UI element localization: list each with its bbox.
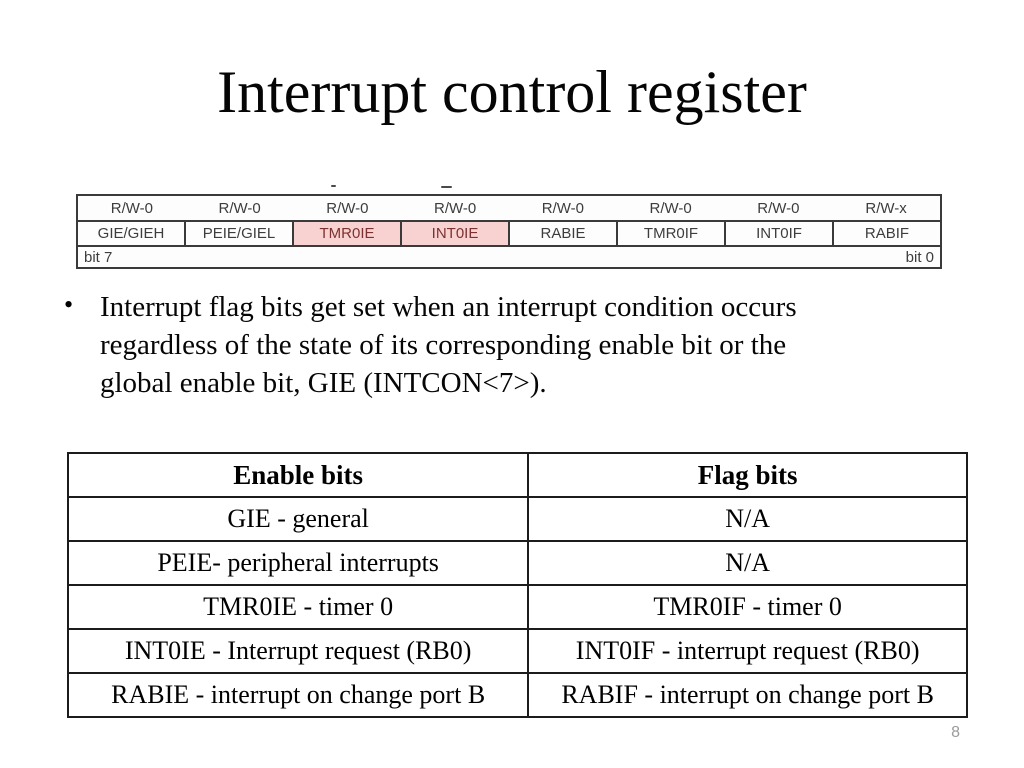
bit-name-cell: TMR0IF	[618, 222, 726, 245]
table-cell: N/A	[527, 540, 968, 586]
table-cell: N/A	[527, 496, 968, 542]
table-cell: TMR0IE - timer 0	[66, 584, 530, 630]
table-cell: RABIE - interrupt on change port B	[66, 672, 530, 718]
table-cell: GIE - general	[66, 496, 530, 542]
table-row: INT0IE - Interrupt request (RB0) INT0IF …	[66, 628, 968, 674]
register-rw-row: R/W-0 R/W-0 R/W-0 R/W-0 R/W-0 R/W-0 R/W-…	[78, 196, 940, 222]
enable-flag-bits-table: Enable bits Flag bits GIE - general N/A …	[66, 452, 968, 718]
rw-label: R/W-0	[649, 199, 692, 217]
register-bitname-row: GIE/GIEH PEIE/GIEL TMR0IE INT0IE RABIE T…	[78, 222, 940, 247]
bit-name-cell-highlighted: INT0IE	[402, 222, 510, 245]
intcon-register-diagram: R/W-0 R/W-0 R/W-0 R/W-0 R/W-0 R/W-0 R/W-…	[76, 194, 942, 269]
bullet-marker: •	[64, 290, 74, 319]
bit-name-cell: PEIE/GIEL	[186, 222, 294, 245]
table-cell: INT0IE - Interrupt request (RB0)	[66, 628, 530, 674]
rw-label: R/W-0	[757, 199, 800, 217]
bit7-label: bit 7	[84, 248, 113, 266]
bullet-text-line: regardless of the state of its correspon…	[100, 329, 787, 361]
bit-name-cell-highlighted: TMR0IE	[294, 222, 402, 245]
bullet-text-line: global enable bit, GIE (INTCON<7>).	[100, 367, 547, 399]
bit0-label: bit 0	[905, 248, 934, 266]
table-header-row: Enable bits Flag bits	[66, 452, 968, 498]
bit-name-cell: RABIF	[864, 225, 910, 242]
bit-name-cell: RABIE	[510, 222, 618, 245]
column-header-flag-bits: Flag bits	[527, 452, 968, 498]
table-cell: INT0IF - interrupt request (RB0)	[527, 628, 968, 674]
rw-label: R/W-0	[434, 199, 477, 217]
register-figure: R/W-0 R/W-0 R/W-0 R/W-0 R/W-0 R/W-0 R/W-…	[76, 180, 944, 272]
scan-artifact	[331, 185, 336, 187]
bullet-paragraph: • Interrupt flag bits get set when an in…	[58, 288, 948, 402]
bullet-text-line: Interrupt flag bits get set when an inte…	[100, 291, 797, 323]
bit-name-cell: INT0IF	[726, 222, 834, 245]
table-row: GIE - general N/A	[66, 496, 968, 542]
table-row: TMR0IE - timer 0 TMR0IF - timer 0	[66, 584, 968, 630]
rw-label: R/W-0	[110, 199, 153, 217]
scan-artifact	[441, 186, 452, 188]
table-cell: RABIF - interrupt on change port B	[527, 672, 968, 718]
bit-name-cell: GIE/GIEH	[78, 222, 186, 245]
rw-label: R/W-0	[326, 199, 369, 217]
table-row: RABIE - interrupt on change port B RABIF…	[66, 672, 968, 718]
rw-label: R/W-x	[865, 199, 907, 217]
rw-label: R/W-0	[218, 199, 261, 217]
table-row: PEIE- peripheral interrupts N/A	[66, 540, 968, 586]
table-cell: PEIE- peripheral interrupts	[66, 540, 530, 586]
register-bitnumber-row: bit 7 bit 0	[78, 247, 940, 267]
column-header-enable-bits: Enable bits	[66, 452, 530, 498]
rw-label: R/W-0	[541, 199, 584, 217]
page-title: Interrupt control register	[217, 59, 807, 125]
slide-number: 8	[951, 724, 960, 741]
table-cell: TMR0IF - timer 0	[527, 584, 968, 630]
bullet-text: Interrupt flag bits get set when an inte…	[58, 288, 948, 402]
